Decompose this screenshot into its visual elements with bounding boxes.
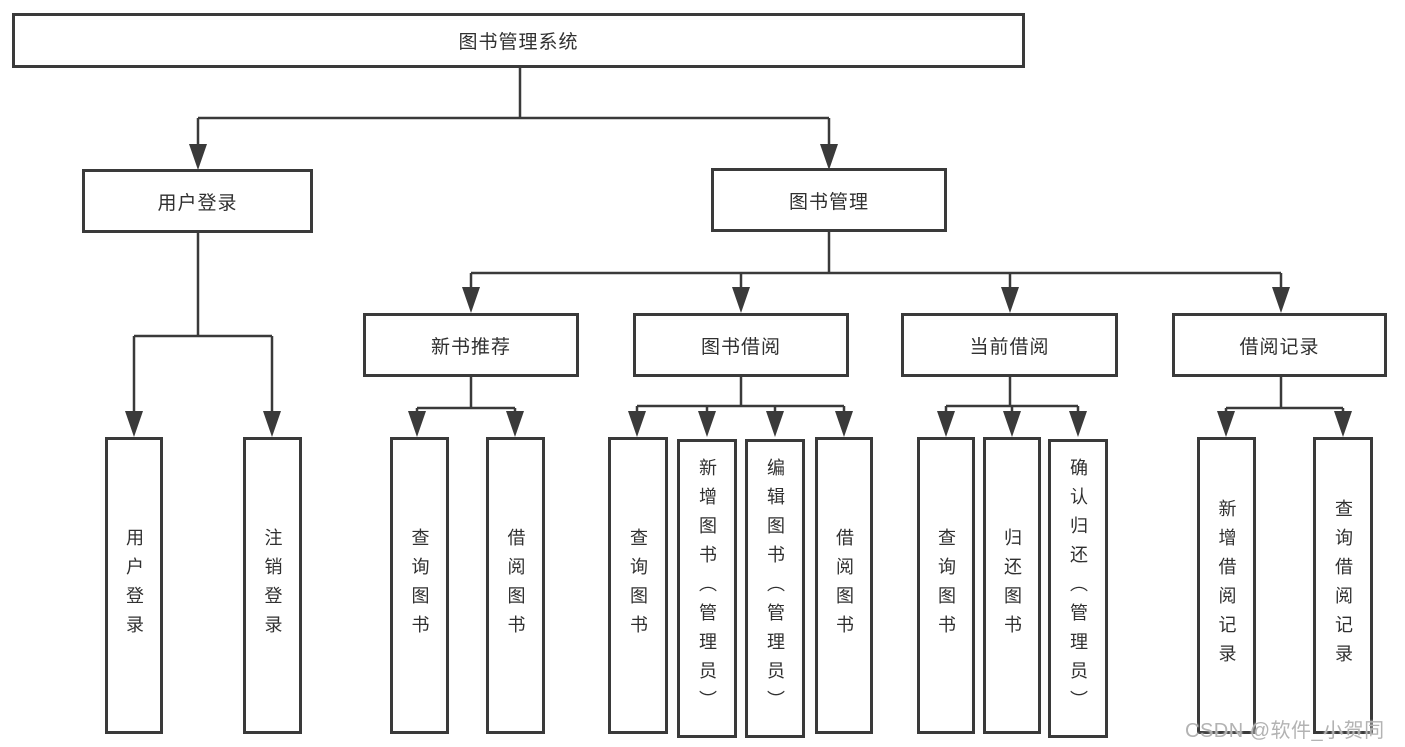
node-leaf-add-books-admin: 新增图书（管理员） [677, 439, 737, 738]
node-leaf-user-login: 用户登录 [105, 437, 163, 734]
node-user-login: 用户登录 [82, 169, 313, 233]
node-book-borrowing: 图书借阅 [633, 313, 849, 377]
node-leaf-confirm-return-admin: 确认归还（管理员） [1048, 439, 1108, 738]
node-leaf-add-borrow-record: 新增借阅记录 [1197, 437, 1256, 734]
connector-path [132, 68, 1345, 414]
node-leaf-edit-books-admin: 编辑图书（管理员） [745, 439, 805, 738]
node-new-book-recommendation: 新书推荐 [363, 313, 579, 377]
node-leaf-query-books-recommend: 查询图书 [390, 437, 449, 734]
node-leaf-return-books: 归还图书 [983, 437, 1041, 734]
node-leaf-logout: 注销登录 [243, 437, 302, 734]
node-library-management-system: 图书管理系统 [12, 13, 1025, 68]
node-book-management: 图书管理 [711, 168, 947, 232]
node-borrowing-records: 借阅记录 [1172, 313, 1387, 377]
node-leaf-query-borrow-record: 查询借阅记录 [1313, 437, 1373, 734]
node-leaf-borrow-books: 借阅图书 [815, 437, 873, 734]
node-leaf-query-books-borrow: 查询图书 [608, 437, 668, 734]
arrowheads [125, 144, 1352, 437]
node-leaf-borrow-books-recommend: 借阅图书 [486, 437, 545, 734]
node-current-borrowing: 当前借阅 [901, 313, 1118, 377]
csdn-watermark: CSDN @软件_小贺同学 [1185, 720, 1385, 742]
node-leaf-query-books-current: 查询图书 [917, 437, 975, 734]
